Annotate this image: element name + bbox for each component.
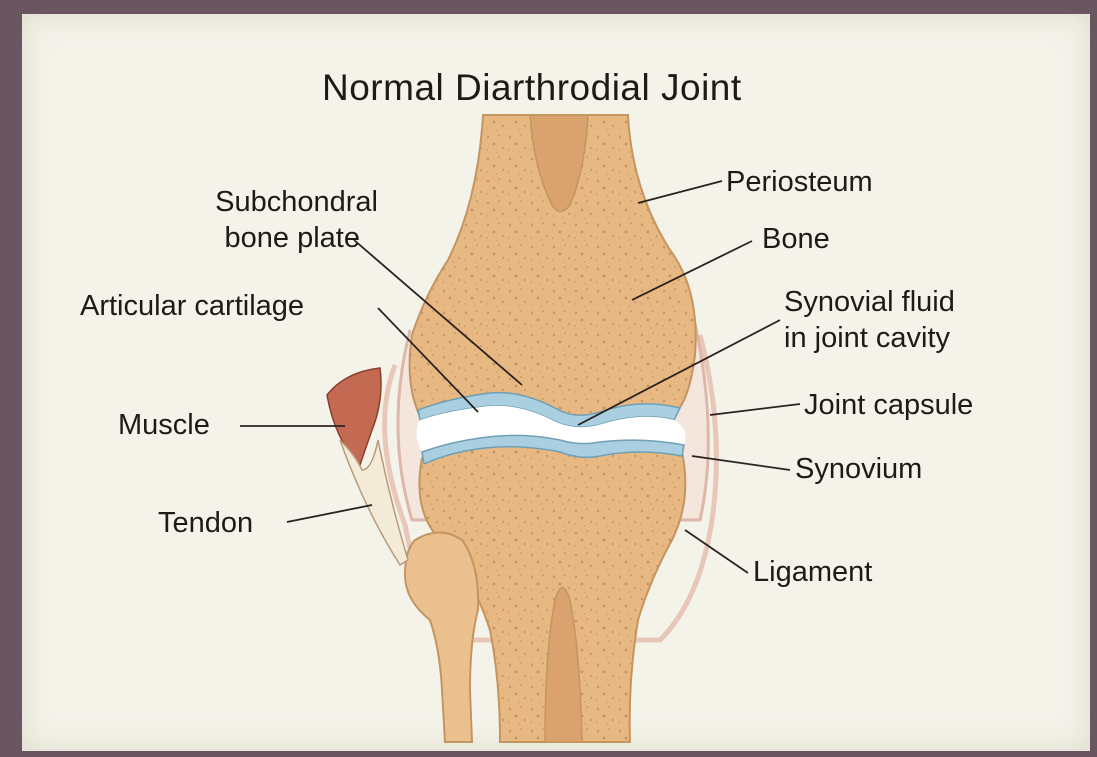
label-bone: Bone [762, 223, 830, 256]
label-synovium: Synovium [795, 453, 922, 486]
label-synovial-line1: Synovial fluid [784, 286, 955, 319]
label-subchondral-line2: bone plate [150, 222, 360, 255]
diagram-title: Normal Diarthrodial Joint [322, 67, 832, 109]
leader-tendon [287, 505, 372, 522]
fibula-bone [405, 533, 478, 743]
label-articular-cartilage: Articular cartilage [80, 290, 304, 323]
label-periosteum: Periosteum [726, 166, 873, 199]
muscle-shape [327, 368, 381, 465]
label-synovial-line2: in joint cavity [784, 322, 950, 355]
leader-ligament [685, 530, 748, 573]
label-subchondral-line1: Subchondral [150, 186, 378, 219]
label-tendon: Tendon [158, 507, 253, 540]
label-ligament: Ligament [753, 556, 872, 589]
label-muscle: Muscle [118, 409, 210, 442]
leader-capsule [710, 404, 800, 415]
label-joint-capsule: Joint capsule [804, 389, 973, 422]
leader-periosteum [638, 181, 722, 203]
